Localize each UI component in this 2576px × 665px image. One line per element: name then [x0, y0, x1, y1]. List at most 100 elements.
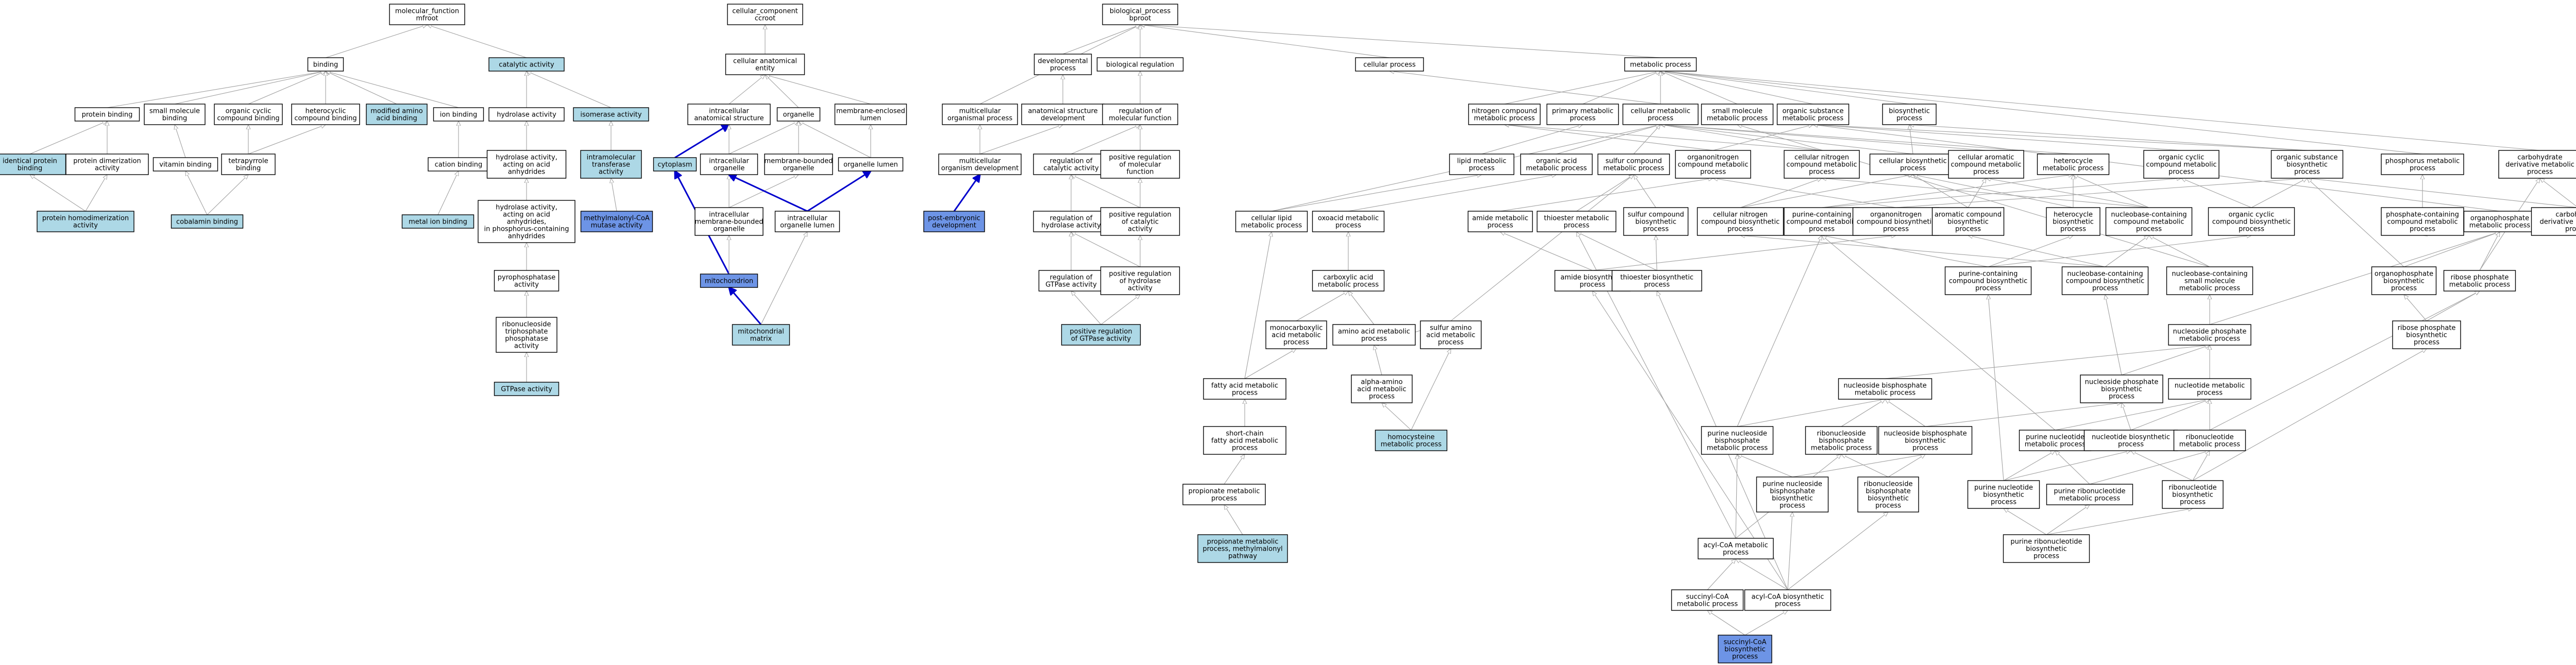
node-box[interactable] — [214, 104, 283, 125]
node-box[interactable] — [1784, 207, 1860, 236]
node-hydrolase-activity[interactable]: hydrolase activity — [488, 107, 565, 122]
node-box[interactable] — [1520, 154, 1593, 175]
node-box[interactable] — [1312, 211, 1385, 232]
node-box[interactable] — [580, 150, 642, 179]
node-ribonucleoside-bisphosphate-biosynthetic[interactable]: ribonucleosidebisphosphatebiosyntheticpr… — [1857, 476, 1919, 513]
node-box[interactable] — [580, 211, 653, 232]
node-box[interactable] — [1536, 211, 1617, 232]
node-box[interactable] — [1546, 104, 1619, 125]
node-box[interactable] — [1467, 211, 1533, 232]
node-box[interactable] — [1675, 150, 1751, 179]
node-box[interactable] — [2105, 207, 2193, 236]
node-gtpase-activity[interactable]: GTPase activity — [494, 382, 560, 396]
node-box[interactable] — [1100, 266, 1180, 295]
node-cobalamin-binding[interactable]: cobalamin binding — [171, 214, 244, 229]
node-box[interactable] — [2173, 430, 2246, 451]
node-box[interactable] — [764, 154, 833, 175]
node-box[interactable] — [291, 104, 360, 125]
node-box[interactable] — [1100, 207, 1180, 236]
node-box[interactable] — [37, 211, 134, 232]
node-box[interactable] — [942, 104, 1018, 125]
node-box[interactable] — [2080, 374, 2163, 403]
node-box[interactable] — [2443, 270, 2516, 292]
node-box[interactable] — [401, 214, 474, 229]
node-box[interactable] — [152, 157, 218, 172]
node-box[interactable] — [923, 211, 985, 232]
node-box[interactable] — [74, 107, 140, 122]
node-box[interactable] — [694, 207, 764, 236]
node-box[interactable] — [2143, 150, 2219, 179]
node-vitamin-binding[interactable]: vitamin binding — [152, 157, 218, 172]
node-box[interactable] — [366, 104, 428, 125]
node-box[interactable] — [1355, 57, 1424, 72]
node-box[interactable] — [1944, 266, 2032, 295]
node-box[interactable] — [1948, 150, 2024, 179]
node-box[interactable] — [1597, 154, 1670, 175]
node-box[interactable] — [938, 154, 1022, 175]
node-box[interactable] — [2019, 430, 2092, 451]
node-box[interactable] — [1332, 324, 1416, 346]
node-box[interactable] — [144, 104, 206, 125]
node-box[interactable] — [1038, 270, 1104, 292]
node-box[interactable] — [1100, 150, 1180, 179]
node-box[interactable] — [1033, 211, 1109, 232]
node-box[interactable] — [1701, 426, 1774, 455]
node-box[interactable] — [428, 157, 489, 172]
node-box[interactable] — [488, 107, 565, 122]
node-box[interactable] — [1351, 374, 1413, 403]
node-cation-binding[interactable]: cation binding — [428, 157, 489, 172]
node-cytoplasm[interactable]: cytoplasm — [653, 157, 697, 172]
node-box[interactable] — [2531, 207, 2576, 236]
node-box[interactable] — [496, 317, 557, 353]
node-box[interactable] — [1931, 207, 2005, 236]
node-box[interactable] — [1061, 324, 1141, 346]
node-box[interactable] — [2168, 378, 2251, 400]
node-box[interactable] — [687, 104, 771, 125]
node-purine-nucleoside-bisphosphate-biosynthetic[interactable]: purine nucleosidebisphosphatebiosyntheti… — [1756, 476, 1829, 513]
node-box[interactable] — [2166, 266, 2253, 295]
